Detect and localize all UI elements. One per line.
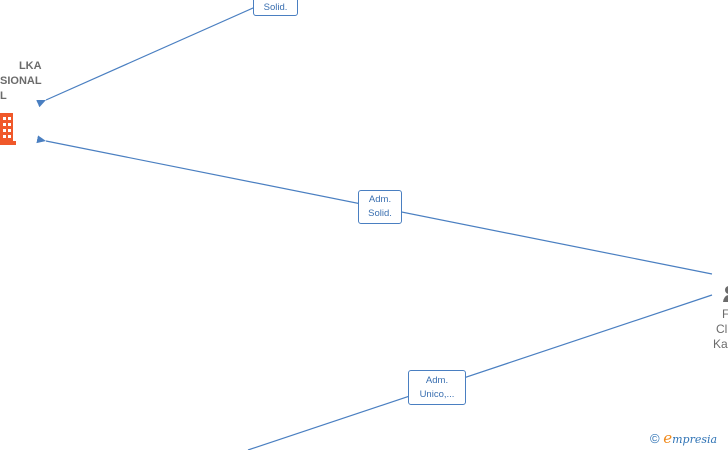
edge-label-adm-unico[interactable]: Adm. Unico,... (408, 370, 466, 405)
person-icon (723, 286, 728, 302)
edge-label-adm-unico-line-2: Unico,... (419, 389, 455, 400)
edge-label-solid-line-1: Solid. (263, 2, 288, 13)
edge-label-adm-solid-line-2: Solid. (368, 208, 392, 219)
empresia-watermark: © empresia (650, 429, 717, 447)
building-icon (0, 113, 16, 145)
copyright-symbol: © (650, 431, 660, 446)
brand-name: mpresia (672, 433, 718, 446)
company-node-label: LKA SIONAL L (0, 59, 42, 104)
edge-label-adm-unico-line-1: Adm. (425, 375, 449, 386)
edge-label-adm-solid-line-1: Adm. (368, 194, 392, 205)
edge-label-solid[interactable]: Solid. (253, 0, 298, 16)
edge-label-adm-solid[interactable]: Adm. Solid. (358, 190, 402, 224)
company-label-line-1: LKA (18, 60, 42, 72)
edge-line-solid (36, 3, 263, 108)
brand-initial: e (663, 429, 673, 447)
person-label-line-2: Cl (716, 322, 728, 336)
company-label-line-2: SIONAL (0, 75, 42, 87)
person-label-line-1: F (722, 307, 728, 321)
company-label-line-3: L (0, 90, 7, 102)
edge-line-adm-unico (247, 294, 713, 450)
person-node-label: F Cl Ka (712, 307, 728, 352)
person-label-line-3: Ka (713, 337, 728, 351)
